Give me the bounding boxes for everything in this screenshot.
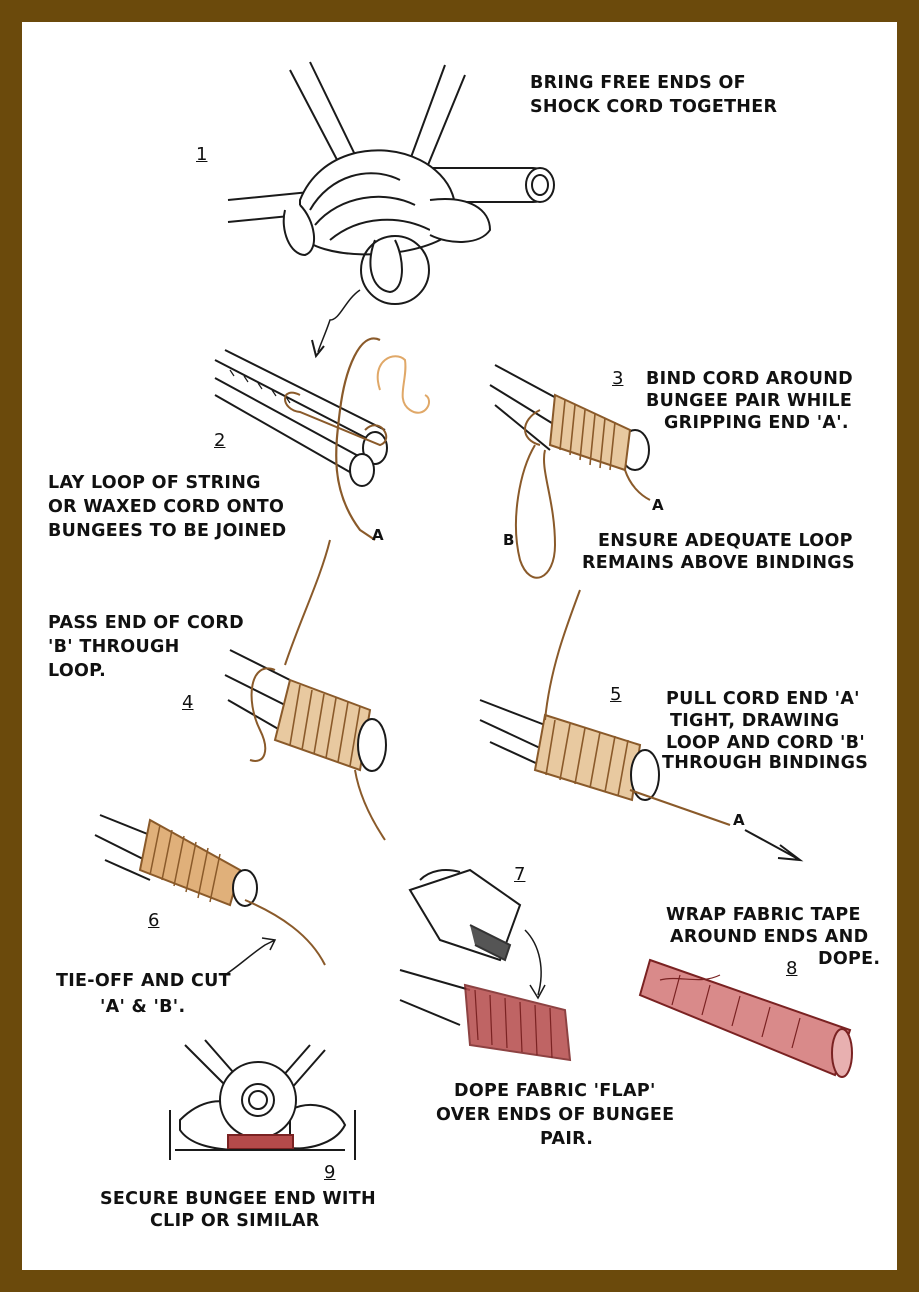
- step-3-note-1: ENSURE ADEQUATE LOOP: [598, 531, 853, 551]
- step-9-line-2: CLIP OR SIMILAR: [150, 1211, 320, 1231]
- step-5-line-1: PULL CORD END 'A': [666, 689, 860, 709]
- step3-drawing: [489, 364, 651, 579]
- step8-drawing: [638, 958, 853, 1078]
- step-9-number: 9: [324, 1162, 336, 1183]
- step-7-number: 7: [514, 864, 526, 885]
- step-1-line-1: BRING FREE ENDS OF: [530, 73, 746, 93]
- step7-drawing: [399, 868, 572, 1062]
- step-5-line-4: THROUGH BINDINGS: [662, 753, 869, 773]
- step2-drawing: [214, 337, 430, 541]
- step-3-line-1: BIND CORD AROUND: [646, 369, 854, 389]
- cord-end-b-label-3: B: [503, 531, 514, 549]
- step5-drawing: [479, 589, 804, 862]
- step-4-line-3: LOOP.: [48, 661, 107, 681]
- step-2-line-3: BUNGEES TO BE JOINED: [48, 521, 287, 541]
- step-7-line-3: PAIR.: [540, 1129, 594, 1149]
- step9-drawing: [169, 1039, 356, 1160]
- step-4-line-1: PASS END OF CORD: [48, 613, 244, 633]
- step-5-line-2: TIGHT, DRAWING: [670, 711, 840, 731]
- step-8-line-2: AROUND ENDS AND: [670, 927, 869, 947]
- cord-end-a-label-2: A: [372, 526, 384, 544]
- step-2-line-2: OR WAXED CORD ONTO: [48, 497, 285, 517]
- step-2-number: 2: [214, 430, 226, 451]
- step-7-line-1: DOPE FABRIC 'FLAP': [454, 1081, 656, 1101]
- step-8-number: 8: [786, 958, 798, 979]
- step-4-number: 4: [182, 692, 194, 713]
- step-6-line-2: 'A' & 'B'.: [100, 997, 186, 1017]
- step1-drawing: [227, 61, 555, 359]
- step-3-note-2: REMAINS ABOVE BINDINGS: [582, 553, 855, 573]
- step4-drawing: [224, 539, 387, 841]
- step-1-number: 1: [196, 144, 208, 165]
- step-6-number: 6: [148, 910, 160, 931]
- step-8-line-1: WRAP FABRIC TAPE: [666, 905, 861, 925]
- step-8-line-3: DOPE.: [818, 949, 881, 969]
- step-1-line-2: SHOCK CORD TOGETHER: [530, 97, 778, 117]
- step-3-number: 3: [612, 368, 624, 389]
- step-3-line-2: BUNGEE PAIR WHILE: [646, 391, 853, 411]
- step-9-line-1: SECURE BUNGEE END WITH: [100, 1189, 376, 1209]
- step-5-line-3: LOOP AND CORD 'B': [666, 733, 865, 753]
- cord-end-a-label-5: A: [733, 811, 745, 829]
- step-6-line-1: TIE-OFF AND CUT: [56, 971, 231, 991]
- step-3-line-3: GRIPPING END 'A'.: [664, 413, 849, 433]
- step-5-number: 5: [610, 684, 622, 705]
- cord-end-a-label-3: A: [652, 496, 664, 514]
- step-7-line-2: OVER ENDS OF BUNGEE: [436, 1105, 675, 1125]
- step-4-line-2: 'B' THROUGH: [48, 637, 180, 657]
- step6-drawing: [94, 814, 326, 976]
- step-2-line-1: LAY LOOP OF STRING: [48, 473, 261, 493]
